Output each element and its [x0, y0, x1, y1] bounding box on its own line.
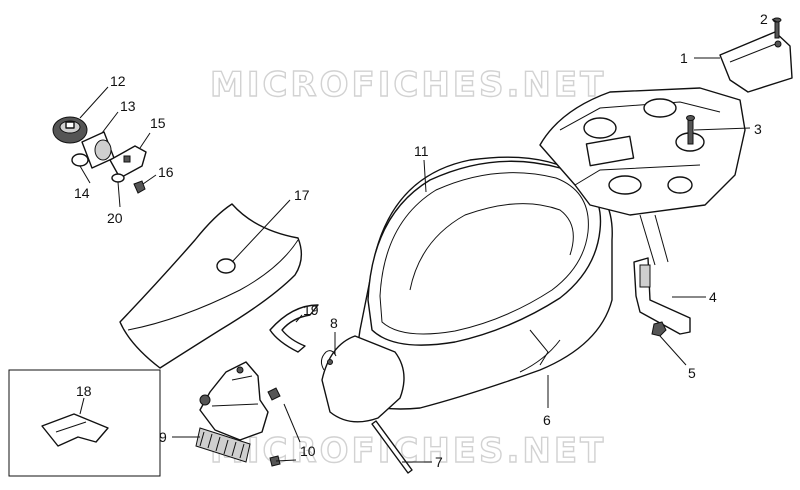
part-5-nut	[651, 321, 667, 337]
callout-20: 20	[107, 210, 123, 226]
part-4-bracket	[633, 257, 691, 335]
part-10-screws	[267, 387, 297, 467]
callout-16: 16	[158, 164, 174, 180]
callout-17: 17	[294, 187, 310, 203]
part-17-side-panel	[119, 203, 303, 369]
part-9-latch-mechanism	[195, 361, 269, 463]
callout-12: 12	[110, 73, 126, 89]
callout-11: 11	[414, 143, 429, 159]
part-16-screw	[133, 180, 146, 194]
callout-8: 8	[330, 315, 338, 331]
callout-15: 15	[150, 115, 166, 131]
part-11-helmet-compartment	[321, 156, 613, 423]
part-8-clip	[320, 350, 337, 371]
callout-3: 3	[754, 121, 762, 137]
part-19-bracket-clip	[269, 304, 319, 353]
callout-2: 2	[760, 11, 768, 27]
callout-19: 19	[303, 302, 319, 318]
part-2-screw	[772, 17, 782, 39]
part-14-ring	[71, 153, 89, 167]
part-1-cover-plate	[719, 31, 793, 93]
lock-assembly	[52, 116, 147, 194]
callout-10: 10	[300, 443, 316, 459]
callout-6: 6	[543, 412, 551, 428]
part-12-lock-cap	[52, 116, 88, 144]
watermark-top: MICROFICHES.NET	[210, 65, 606, 105]
callout-7: 7	[435, 454, 443, 470]
callout-18: 18	[76, 383, 92, 399]
part-7-rod	[371, 420, 413, 474]
callout-4: 4	[709, 289, 717, 305]
callout-13: 13	[120, 98, 136, 114]
leader-lines	[79, 18, 778, 463]
callout-14: 14	[74, 185, 90, 201]
part-15-latch	[109, 145, 147, 179]
part-18-inset-box	[8, 369, 161, 477]
part-20-washer	[111, 173, 125, 183]
callout-5: 5	[688, 365, 696, 381]
callout-1: 1	[680, 50, 688, 66]
callout-9: 9	[159, 429, 167, 445]
part-3-screw	[686, 115, 695, 145]
callout-labels: 1 2 3 4 5 6 7 8 9 10 11 12 13 14 15 16 1…	[74, 11, 768, 470]
